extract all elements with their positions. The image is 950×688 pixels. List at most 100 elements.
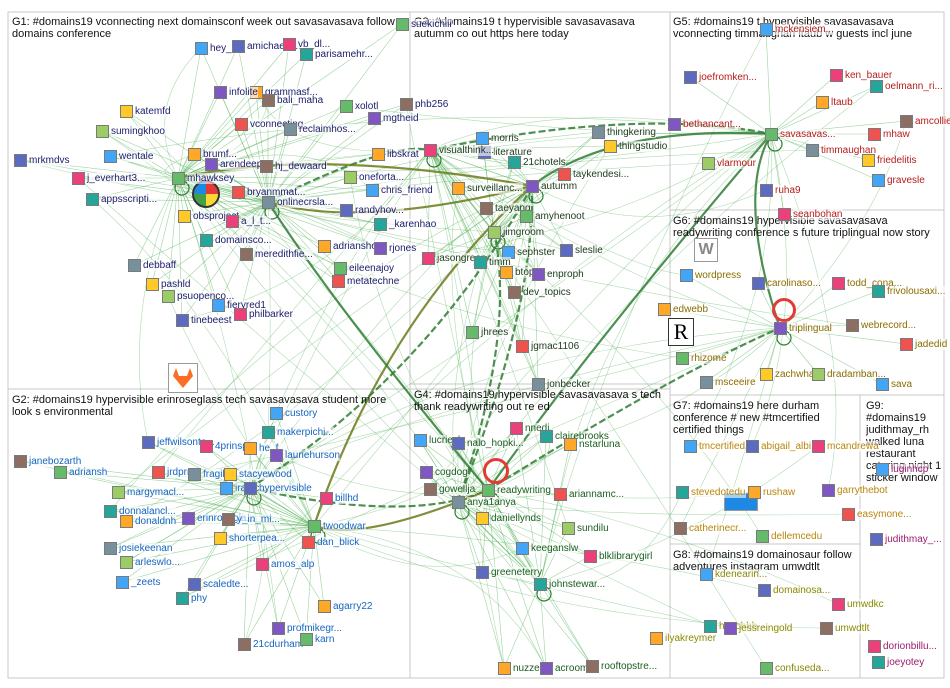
node-g3-2[interactable]: visualthink... [424,144,495,157]
node-g3-5[interactable]: autumm [526,180,578,193]
node-g1-1[interactable]: amichaelb... [232,40,301,53]
node-g2-28[interactable]: agarry22 [318,600,373,613]
node-g5-4[interactable]: ltaub [816,96,853,109]
node-g2-14[interactable]: billhd [320,492,359,505]
node-g1-26[interactable]: a_l_t... [226,215,272,228]
node-g5-12[interactable]: gravesle [872,174,925,187]
node-g4-13[interactable]: greeneterry [476,566,543,579]
node-g1-24[interactable]: chris_friend [366,184,433,197]
node-g1-20[interactable]: bryanmmat... [232,186,306,199]
node-g4-10[interactable]: daniellynds [476,512,542,525]
node-g1-5[interactable]: infolite [214,86,258,99]
node-g1-14[interactable]: j_everhart3... [72,172,146,185]
node-g8-3[interactable]: heyohhh [704,620,758,633]
node-g4-8[interactable]: ariannamc... [554,488,625,501]
node-g4-17[interactable]: acroom [540,662,589,675]
node-g5-1[interactable]: joefromken... [684,71,757,84]
node-g2-20[interactable]: dan_blick [302,536,360,549]
node-g9-0[interactable]: luginhcp [876,463,929,476]
node-g2-2[interactable]: 4prinsp [200,440,248,453]
node-g1-0[interactable]: hey_km [195,42,246,55]
node-g2-11[interactable]: margymacl... [112,486,185,499]
node-g1-3[interactable]: parisamehr... [300,48,373,61]
node-g5-11[interactable]: vlarmour [702,157,756,170]
node-g3-18[interactable]: dev_topics [508,286,571,299]
node-g2-5[interactable]: lauriehurson [270,449,341,462]
node-g8-0[interactable]: kdenearin... [700,568,768,581]
node-g1-11[interactable]: sumingkhoo [96,125,165,138]
node-g3-3[interactable]: 21chotels [508,156,566,169]
node-g3-6[interactable]: taeyang [480,202,531,215]
node-g6-1[interactable]: carolinaso... [752,277,821,290]
node-g4-9[interactable]: anya1anya [452,496,516,509]
node-g9-1[interactable]: judithmay_... [870,533,942,546]
node-g1-42[interactable]: phb256 [400,98,449,111]
node-g2-25[interactable]: scaledte... [188,578,249,591]
node-g1-7[interactable]: xolotl [340,100,379,113]
node-g2-1[interactable]: jeffwilsonte... [142,436,215,449]
node-g4-4[interactable]: nstarluna [564,438,621,451]
node-g3-14[interactable]: jasongreen [422,252,487,265]
node-g6-3[interactable]: frivolousaxi... [872,285,946,298]
node-g2-4[interactable]: he_f... [244,442,287,455]
node-g1-10[interactable]: katemfd [120,105,171,118]
node-g3-20[interactable]: jgmac1106 [516,340,580,353]
node-g1-18[interactable]: hj_dewaard [260,160,327,173]
node-g1-33[interactable]: debbaff [128,259,177,272]
node-g2-23[interactable]: arleswlo... [120,556,181,569]
node-g2-21[interactable]: josiekeenan [104,542,173,555]
node-g3-19[interactable]: jhrees [466,326,509,339]
node-g2-31[interactable]: karn [300,633,335,646]
node-g1-28[interactable]: adrianshort [318,240,384,253]
node-g4-3[interactable]: clairebrooks [540,430,609,443]
node-g7-7[interactable]: dellemcedu [756,530,823,543]
node-g7-4[interactable]: rushaw [748,486,796,499]
node-g4-12[interactable]: keeganslw [516,542,579,555]
node-g1-40[interactable]: libskrat [372,148,419,161]
node-g3-15[interactable]: timm [474,256,511,269]
node-g3-10[interactable]: thingstudio [604,140,668,153]
node-g1-32[interactable]: metatechne [332,275,400,288]
node-g2-19[interactable]: twoodwar [308,520,366,533]
node-g5-10[interactable]: friedelitis [862,154,917,167]
node-g2-0[interactable]: custory [270,407,318,420]
node-g1-16[interactable]: brumf... [188,148,237,161]
node-g1-19[interactable]: mhawksey [172,172,235,185]
node-g6-8[interactable]: jadedid [900,338,948,351]
node-g1-6[interactable]: bali_maha [262,94,324,107]
node-g2-27[interactable]: phy [176,592,208,605]
node-g1-17[interactable]: arendeep... [205,158,271,171]
node-g1-34[interactable]: pashld [146,278,191,291]
node-g5-6[interactable]: amcollier [900,115,950,128]
node-g6-0[interactable]: wordpress [680,269,742,282]
node-g1-43[interactable]: suekichiii [396,18,452,31]
node-g2-29[interactable]: profmikegr... [272,622,343,635]
node-g7-8[interactable]: easymone... [842,508,912,521]
node-g1-8[interactable]: vconnecting [235,118,304,131]
node-g5-7[interactable]: savasavas... [765,128,836,141]
node-g5-5[interactable]: bethancant... [668,118,741,131]
node-g1-25[interactable]: randyhov... [340,204,404,217]
node-g3-21[interactable]: jonbecker [532,378,591,391]
node-g4-6[interactable]: gowellja [424,483,476,496]
node-g1-30[interactable]: meredithfie... [240,248,313,261]
node-g2-26[interactable]: amos_alp [256,558,315,571]
node-g1-27[interactable]: domainsco... [200,234,272,247]
node-g4-14[interactable]: blklibrarygirl [584,550,653,563]
node-g8-2[interactable]: umwdkc [832,598,884,611]
node-g2-24[interactable]: _zeets [116,576,161,589]
node-g4-5[interactable]: cogdog [420,466,468,479]
node-g4-11[interactable]: sundilu [562,522,609,535]
node-g2-30[interactable]: 21cdurham [238,638,304,651]
node-g8-6[interactable]: umwdtlt [820,622,870,635]
node-g1-35[interactable]: psuopenco... [162,290,235,303]
node-g6-12[interactable]: sava [876,378,913,391]
node-g9-3[interactable]: joeyotey [872,656,925,669]
node-g1-21[interactable]: onlinecrsla... [262,196,334,209]
node-g9-2[interactable]: dorionbillu... [868,640,937,653]
node-g6-6[interactable]: webrecord... [846,319,917,332]
node-g8-1[interactable]: domainosa... [758,584,831,597]
node-g6-2[interactable]: todd_cona... [832,277,903,290]
node-g2-22[interactable]: shorterpea... [214,532,286,545]
node-g6-4[interactable]: edwebb [658,303,709,316]
